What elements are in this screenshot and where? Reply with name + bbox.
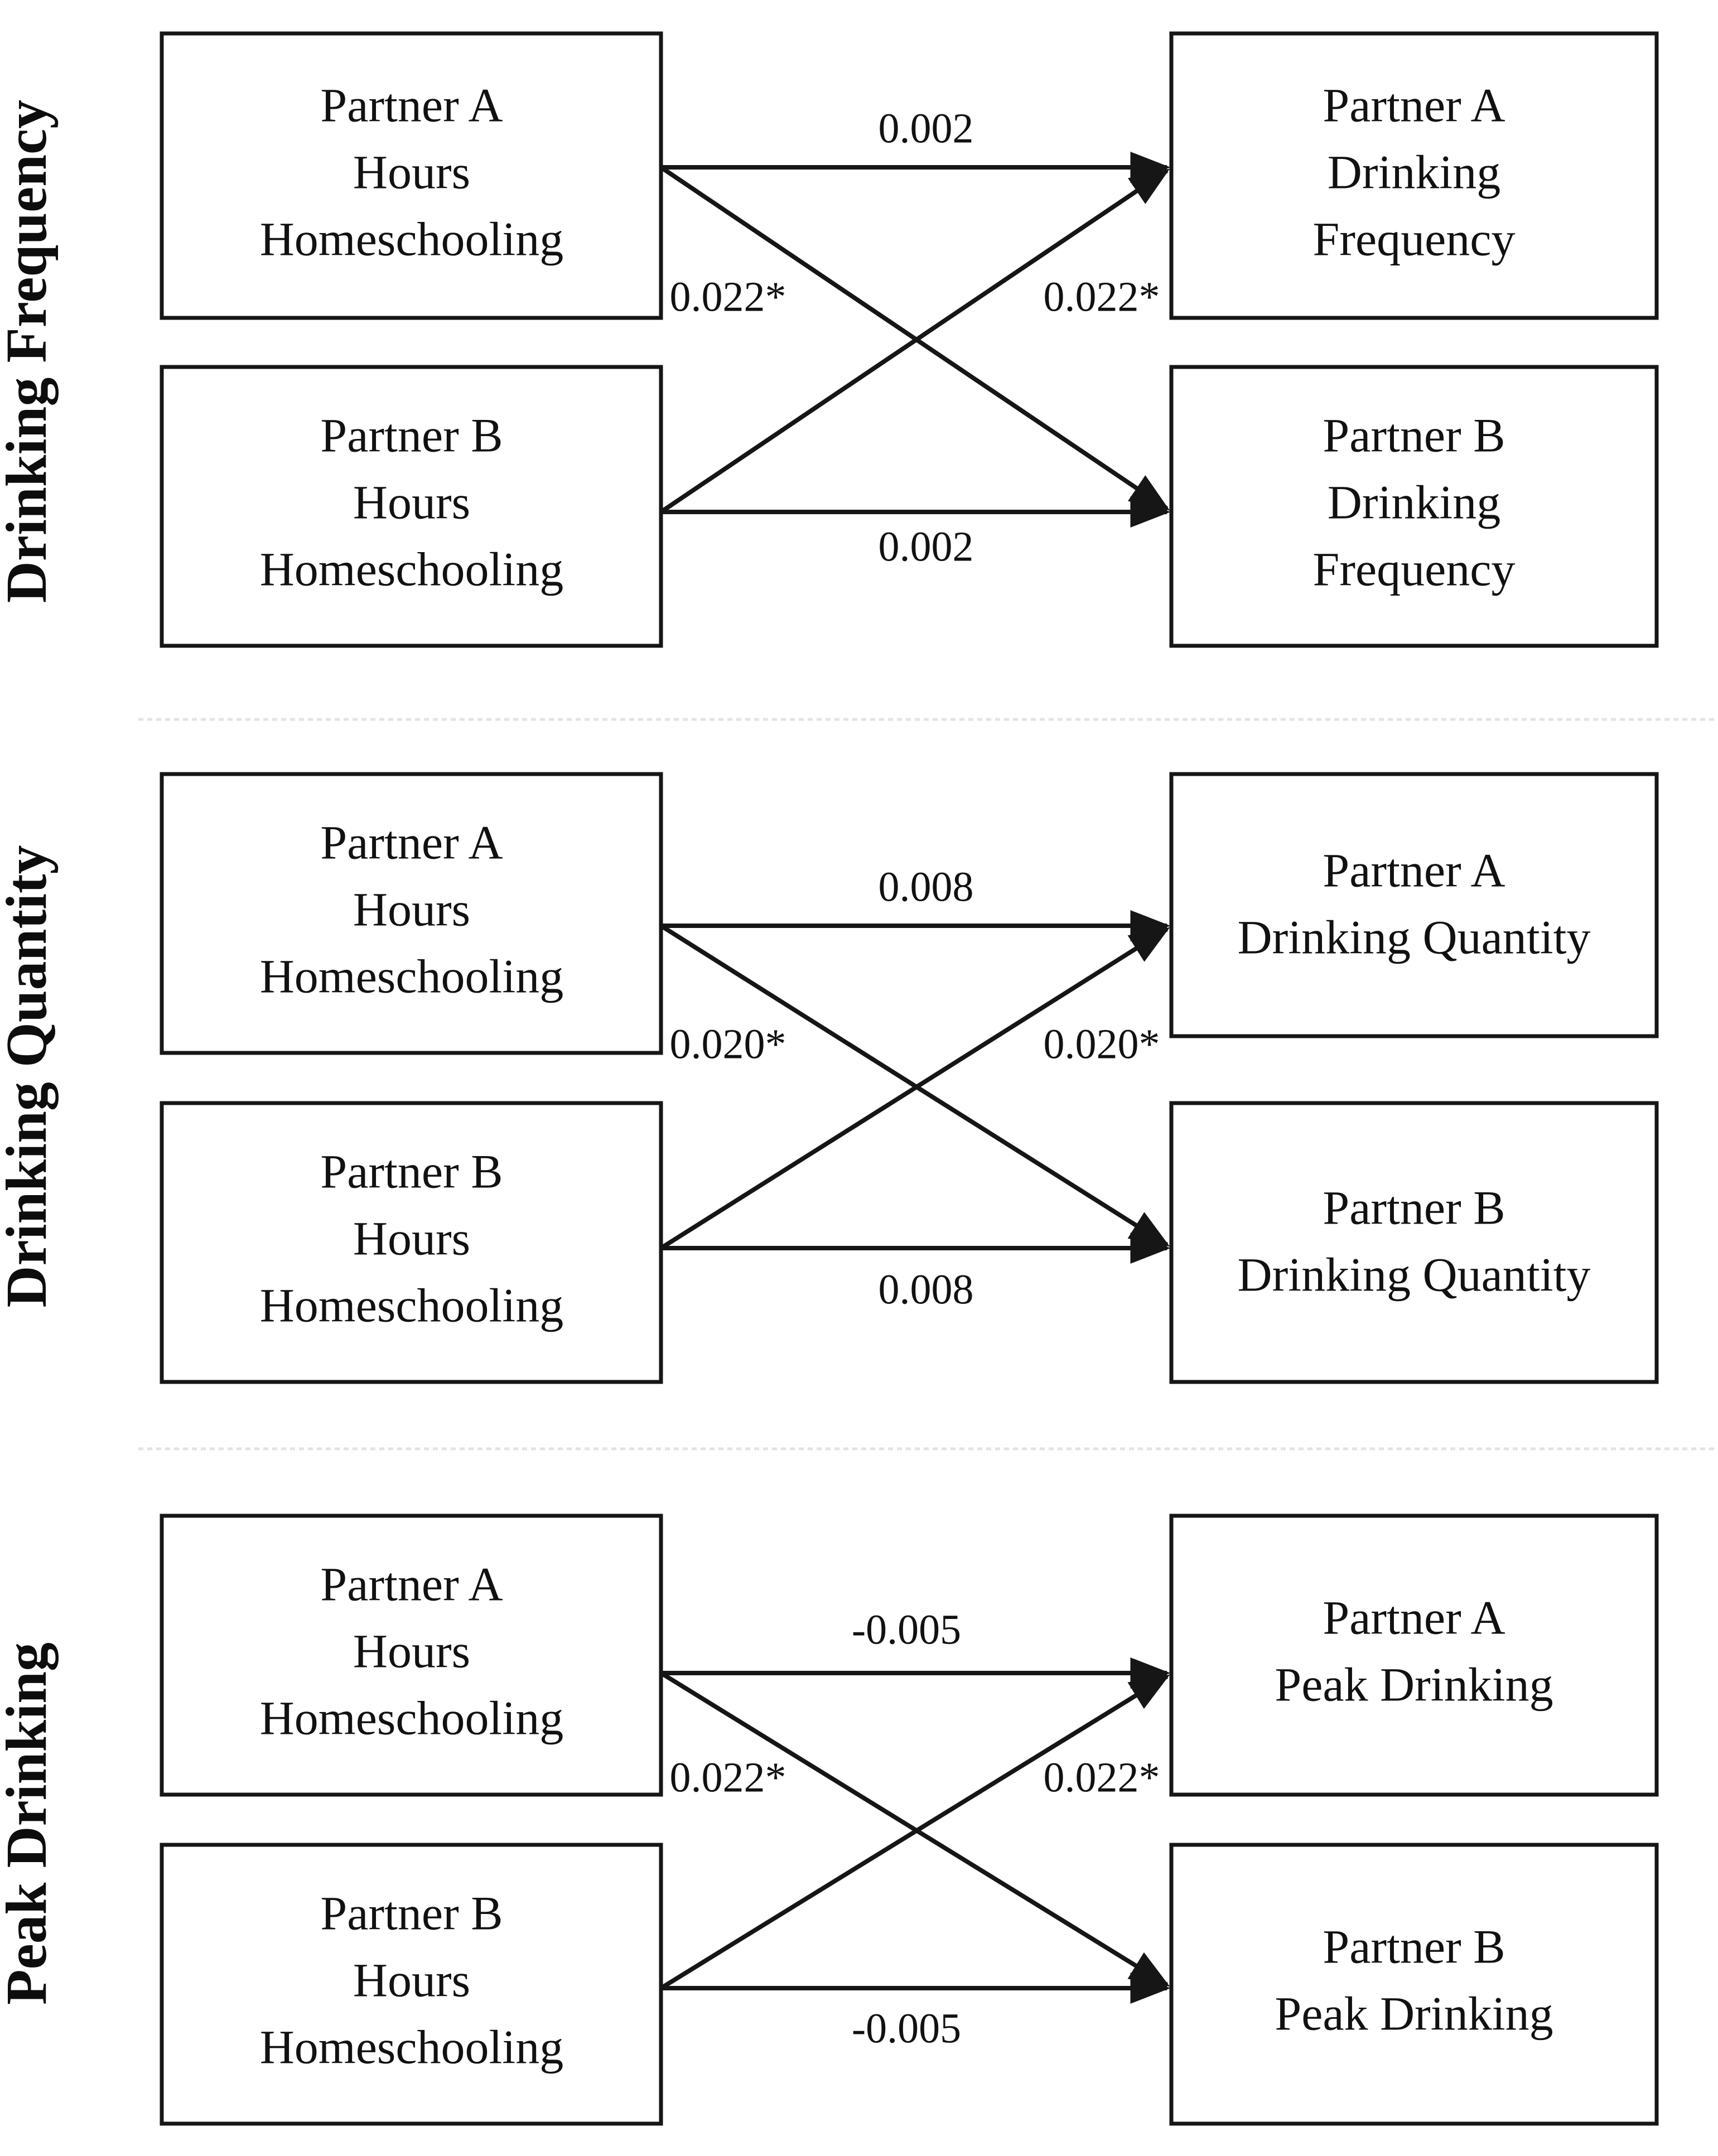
arrow-partner-b-to-a-p3 xyxy=(659,1674,1170,1990)
box-line-2: Peak Drinking xyxy=(1275,1987,1553,2041)
box-rect xyxy=(1169,1101,1659,1384)
arrow-partner-b-to-a-p1 xyxy=(659,168,1170,514)
box-rect xyxy=(160,1843,663,2126)
box-line-1: Partner B xyxy=(1323,1920,1505,1974)
box-line-2: Drinking xyxy=(1328,476,1501,529)
box-rect xyxy=(160,1514,663,1797)
box-outcome-b-p2[interactable]: Partner B Drinking Quantity xyxy=(1169,1101,1659,1384)
arrow-partner-a-to-b-p2 xyxy=(659,924,1170,1247)
box-line-3: Homeschooling xyxy=(260,212,564,266)
box-outcome-a-p1[interactable]: Partner A Drinking Frequency xyxy=(1169,31,1659,320)
box-line-1: Partner A xyxy=(320,1558,503,1611)
box-line-1: Partner B xyxy=(1323,1181,1505,1235)
box-outcome-a-p2[interactable]: Partner A Drinking Quantity xyxy=(1169,772,1659,1038)
box-predictor-a-p1[interactable]: Partner A Hours Homeschooling xyxy=(160,31,663,320)
panel-drinking-frequency: Drinking Frequency Partner A Hours Homes… xyxy=(0,31,1659,648)
box-line-3: Frequency xyxy=(1313,543,1516,596)
box-line-3: Homeschooling xyxy=(260,2020,564,2074)
box-rect xyxy=(160,772,663,1055)
box-line-2: Drinking Quantity xyxy=(1238,911,1591,964)
arrow-partner-a-to-b-p3 xyxy=(659,1671,1170,1987)
panel-title-peak-drinking: Peak Drinking xyxy=(0,1642,59,2005)
box-line-1: Partner B xyxy=(1323,409,1505,462)
panel-title-drinking-frequency: Drinking Frequency xyxy=(0,100,59,603)
panel-title-drinking-quantity: Drinking Quantity xyxy=(0,845,59,1307)
path-label-actor-b-p1: 0.002 xyxy=(879,523,974,570)
path-label-actor-a-p2: 0.008 xyxy=(879,863,974,910)
box-line-1: Partner A xyxy=(320,79,503,132)
box-line-2: Drinking Quantity xyxy=(1238,1248,1591,1302)
box-outcome-b-p1[interactable]: Partner B Drinking Frequency xyxy=(1169,365,1659,648)
box-line-1: Partner B xyxy=(320,1887,503,1940)
arrow-partner-a-to-b-p1 xyxy=(659,165,1170,511)
box-line-1: Partner B xyxy=(320,409,503,462)
box-rect xyxy=(1169,1843,1659,2126)
box-predictor-b-p1[interactable]: Partner B Hours Homeschooling xyxy=(160,365,663,648)
box-line-2: Hours xyxy=(353,1212,470,1265)
box-line-1: Partner A xyxy=(1323,79,1505,132)
path-label-actor-a-p3: -0.005 xyxy=(852,1606,961,1653)
path-label-partner-b-to-a-p2: 0.020* xyxy=(1044,1021,1160,1067)
box-line-1: Partner A xyxy=(1323,844,1505,897)
box-predictor-b-p3[interactable]: Partner B Hours Homeschooling xyxy=(160,1843,663,2126)
box-line-1: Partner B xyxy=(320,1145,503,1198)
panel-peak-drinking: Peak Drinking Partner A Hours Homeschool… xyxy=(0,1514,1659,2126)
box-outcome-a-p3[interactable]: Partner A Peak Drinking xyxy=(1169,1514,1659,1797)
path-label-partner-b-to-a-p3: 0.022* xyxy=(1044,1754,1160,1801)
box-line-1: Partner A xyxy=(1323,1591,1505,1645)
path-label-partner-a-to-b-p3: 0.022* xyxy=(670,1754,786,1801)
box-line-2: Hours xyxy=(353,1954,470,2007)
box-line-2: Hours xyxy=(353,146,470,199)
path-label-actor-b-p3: -0.005 xyxy=(852,2005,961,2052)
box-predictor-a-p2[interactable]: Partner A Hours Homeschooling xyxy=(160,772,663,1055)
box-rect xyxy=(1169,772,1659,1038)
box-line-3: Homeschooling xyxy=(260,1691,564,1745)
box-line-2: Drinking xyxy=(1328,146,1501,199)
box-rect xyxy=(160,1101,663,1384)
box-line-3: Homeschooling xyxy=(260,543,564,596)
box-rect xyxy=(1169,365,1659,648)
box-line-2: Peak Drinking xyxy=(1275,1658,1553,1712)
box-line-3: Frequency xyxy=(1313,212,1516,266)
box-line-3: Homeschooling xyxy=(260,950,564,1003)
path-label-partner-b-to-a-p1: 0.022* xyxy=(1044,273,1160,320)
box-rect xyxy=(1169,1514,1659,1797)
box-rect xyxy=(1169,31,1659,320)
box-outcome-b-p3[interactable]: Partner B Peak Drinking xyxy=(1169,1843,1659,2126)
path-label-actor-a-p1: 0.002 xyxy=(879,105,974,152)
box-line-1: Partner A xyxy=(320,816,503,869)
box-predictor-a-p3[interactable]: Partner A Hours Homeschooling xyxy=(160,1514,663,1797)
box-rect xyxy=(160,31,663,320)
box-rect xyxy=(160,365,663,648)
box-line-2: Hours xyxy=(353,476,470,529)
box-line-3: Homeschooling xyxy=(260,1279,564,1332)
path-label-partner-a-to-b-p1: 0.022* xyxy=(670,273,786,320)
path-label-actor-b-p2: 0.008 xyxy=(879,1266,974,1313)
box-line-2: Hours xyxy=(353,883,470,936)
arrow-partner-b-to-a-p2 xyxy=(659,927,1170,1250)
panel-drinking-quantity: Drinking Quantity Partner A Hours Homesc… xyxy=(0,772,1659,1384)
box-predictor-b-p2[interactable]: Partner B Hours Homeschooling xyxy=(160,1101,663,1384)
box-line-2: Hours xyxy=(353,1625,470,1678)
path-label-partner-a-to-b-p2: 0.020* xyxy=(670,1021,786,1067)
